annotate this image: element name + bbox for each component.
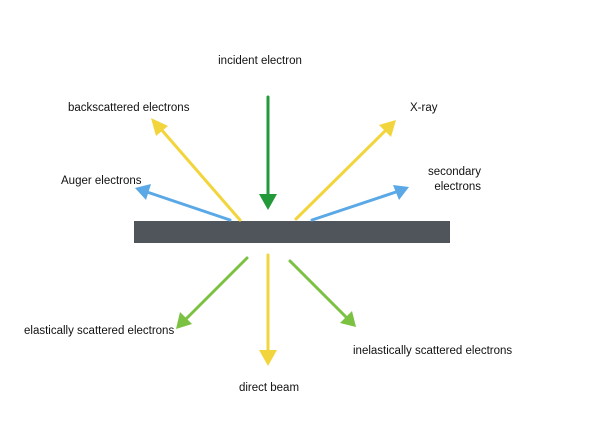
direct-beam-arrow [259,253,277,366]
auger-electrons-label: Auger electrons [61,175,142,187]
direct-beam-label: direct beam [239,382,299,394]
elastically-scattered-arrow [176,256,249,329]
backscattered-electrons-arrow [151,118,242,222]
inelastically-scattered-electrons-label: inelastically scattered electrons [353,345,512,357]
xray-label: X-ray [410,102,438,114]
inelastically-scattered-arrow [288,259,356,327]
secondary-electrons-arrow [310,185,409,222]
secondary-electrons-label-line2: electrons [434,181,481,193]
incident-electron-label: incident electron [218,55,302,67]
elastically-scattered-electrons-label: elastically scattered electrons [24,325,174,337]
specimen-slab [134,221,450,243]
incident-electron-arrow [259,95,277,210]
secondary-electrons-label-line1: secondary [428,166,481,178]
xray-arrow [294,120,396,221]
backscattered-electrons-label: backscattered electrons [68,102,190,114]
auger-electrons-arrow [135,184,232,222]
